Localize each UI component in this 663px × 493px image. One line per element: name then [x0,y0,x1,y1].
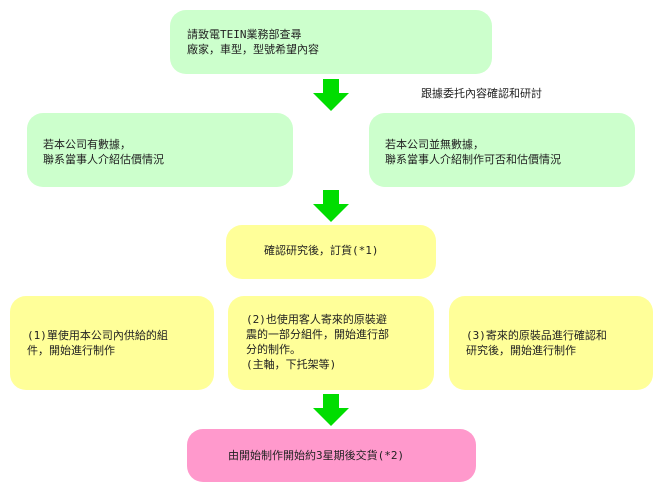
no-data-box [369,113,635,187]
have-data-text: 若本公司有數據， 聯系當事人介紹估價情況 [43,138,164,166]
option3-text: (3)寄來的原裝品進行確認和 研究後，開始進行制作 [466,329,607,357]
delivery-text: 由開始制作開始約3星期後交貨(*2) [228,449,405,462]
option1-text: (1)單使用本公司內供給的組 件，開始進行制作 [27,329,168,357]
delivery-box [187,429,476,482]
contact-text: 請致電TEIN業務部查尋 廠家，車型，型號希望內容 [187,28,319,56]
research-note: 跟據委托內容確認和研討 [421,87,542,100]
arrow-down-icon [313,190,349,222]
arrow-down-icon [313,394,349,426]
no-data-text: 若本公司並無數據， 聯系當事人介紹制作可否和估價情況 [385,138,561,166]
order-box [226,225,436,279]
order-text: 確認研究後，訂貨(*1) [264,244,379,257]
contact-box [170,10,492,74]
have-data-box [27,113,293,187]
arrow-down-icon [313,79,349,111]
option2-box [228,296,434,390]
option2-text: (2)也使用客人寄來的原裝避 震的一部分組件，開始進行部 分的制作。 (主軸，下… [246,313,389,371]
option3-box [449,296,653,390]
option1-box [10,296,214,390]
